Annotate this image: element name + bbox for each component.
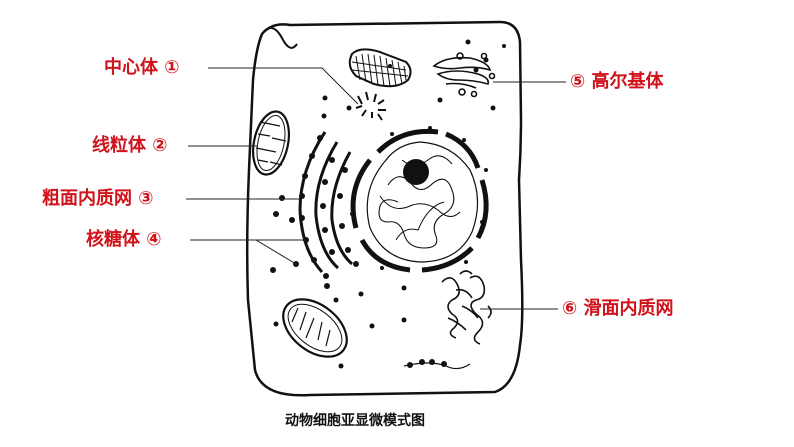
nucleus [350, 128, 489, 273]
polysome [403, 359, 471, 370]
label-smooth-er: ⑥ 滑面内质网 [562, 298, 674, 319]
mitochondrion-bottom [282, 298, 348, 358]
golgi-apparatus [432, 52, 496, 98]
mitochondrion-top [251, 110, 291, 176]
rough-er-ribosomes [299, 135, 359, 279]
striated-organelle [348, 48, 412, 88]
label-rough-er: 粗面内质网 ③ [42, 188, 154, 209]
centriole [355, 91, 386, 121]
rough-er [298, 131, 354, 274]
nuclear-pores [350, 126, 488, 270]
cell-membrane [245, 20, 524, 397]
free-ribosomes [270, 39, 506, 369]
smooth-er [441, 270, 492, 345]
label-ribosome: 核糖体 ④ [86, 229, 162, 250]
label-mitochondria: 线粒体 ② [92, 135, 168, 156]
nucleolus [403, 159, 429, 185]
leader-lines [186, 67, 566, 310]
diagram-caption: 动物细胞亚显微模式图 [285, 413, 425, 429]
label-centriole: 中心体 ① [104, 57, 180, 78]
membrane-notch [261, 27, 298, 49]
label-golgi: ⑤ 高尔基体 [570, 71, 664, 92]
